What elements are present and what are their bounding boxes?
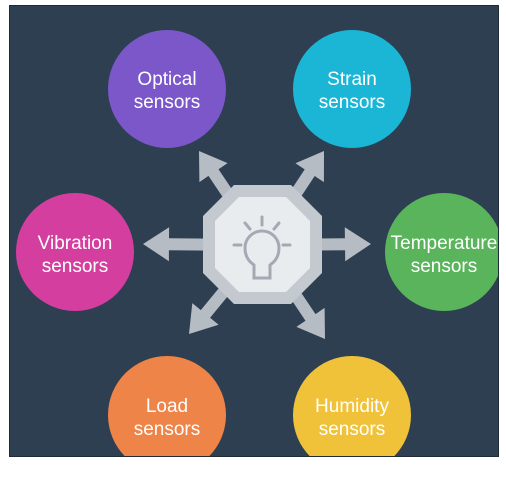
diagram-panel: Optical sensors Strain sensors Temperatu…	[9, 5, 499, 457]
node-circle-temperature	[385, 193, 498, 311]
center-hub	[203, 185, 322, 304]
hub-octagon-inner	[215, 197, 310, 292]
node-label-temperature-line1: Temperature	[391, 233, 498, 254]
node-temperature: Temperature sensors	[385, 193, 498, 311]
node-strain: Strain sensors	[293, 30, 411, 148]
node-label-strain-line2: sensors	[319, 92, 386, 113]
node-vibration: Vibration sensors	[16, 193, 134, 311]
node-circle-optical	[108, 30, 226, 148]
node-label-temperature-line2: sensors	[411, 256, 478, 277]
arrow-to-vibration	[143, 227, 263, 262]
node-label-load-line1: Load	[146, 396, 188, 417]
node-label-vibration-line1: Vibration	[38, 233, 113, 254]
node-label-optical-line2: sensors	[134, 92, 201, 113]
node-circle-load	[108, 356, 226, 456]
node-label-strain-line1: Strain	[327, 69, 377, 90]
node-humidity: Humidity sensors	[293, 356, 411, 456]
node-label-humidity-line2: sensors	[319, 419, 386, 440]
node-circle-vibration	[16, 193, 134, 311]
lightbulb-icon	[232, 215, 292, 280]
node-label-load-line2: sensors	[134, 419, 201, 440]
node-optical: Optical sensors	[108, 30, 226, 148]
node-label-optical-line1: Optical	[137, 69, 196, 90]
node-label-vibration-line2: sensors	[42, 256, 109, 277]
node-circle-strain	[293, 30, 411, 148]
node-label-humidity-line1: Humidity	[315, 396, 389, 417]
node-circle-humidity	[293, 356, 411, 456]
node-load: Load sensors	[108, 356, 226, 456]
sensor-types-diagram: Optical sensors Strain sensors Temperatu…	[16, 30, 498, 456]
